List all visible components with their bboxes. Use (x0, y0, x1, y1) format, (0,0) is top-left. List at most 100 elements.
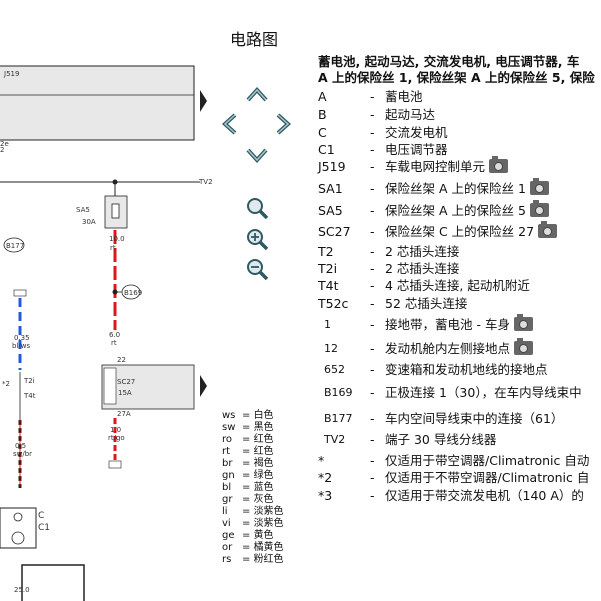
camera-icon[interactable] (529, 200, 549, 217)
arrow-left-icon[interactable] (221, 112, 239, 136)
color-code: sw (222, 422, 236, 433)
legend-desc: 保险丝架 C 上的保险丝 27 (385, 221, 558, 241)
legend-code: T4t (318, 278, 339, 293)
color-key-item: sw= 黑色 (222, 422, 274, 433)
legend-dash: - (370, 432, 375, 447)
color-name: 褐色 (253, 458, 274, 469)
svg-text:25.0: 25.0 (14, 586, 30, 594)
camera-icon[interactable] (529, 178, 549, 195)
color-key-item: bl= 蓝色 (222, 482, 274, 493)
legend-dash: - (370, 142, 375, 157)
arrow-up-icon[interactable] (245, 86, 269, 104)
camera-icon[interactable] (513, 314, 533, 331)
color-name: 绿色 (253, 470, 274, 481)
b177-connector (3, 237, 25, 253)
legend-desc: 仅适用于带交流发电机（140 A）的 (385, 487, 584, 505)
color-name: 白色 (253, 410, 274, 421)
legend-code: A (318, 89, 327, 104)
legend-dash: - (370, 244, 375, 259)
legend-desc-text: 起动马达 (385, 107, 436, 122)
color-name: 灰色 (253, 494, 274, 505)
legend-dash: - (370, 107, 375, 122)
legend-desc-text: 仅适用于带交流发电机（140 A）的 (385, 488, 584, 503)
legend-dash: - (370, 159, 375, 174)
color-code: or (222, 542, 233, 553)
legend-code: SA1 (318, 181, 343, 196)
color-code: gr (222, 494, 233, 505)
color-name: 橘黄色 (253, 542, 284, 553)
zoom-out-icon[interactable] (245, 257, 269, 281)
color-code: rt (222, 446, 231, 457)
legend-desc-text: 2 芯插头连接 (385, 244, 460, 259)
svg-text:10.0: 10.0 (109, 235, 125, 243)
legend-dash: - (370, 296, 375, 311)
legend-desc-text: 仅适用于带空调器/Climatronic 自动 (385, 453, 590, 468)
legend-desc: 电压调节器 (385, 141, 448, 159)
svg-text:*2: *2 (2, 380, 10, 388)
legend-desc: 蓄电池 (385, 88, 423, 106)
legend-desc-text: 车载电网控制单元 (385, 159, 486, 174)
svg-text:2: 2 (0, 146, 4, 154)
color-code: li (222, 506, 228, 517)
tv2-label: TV2 (198, 178, 213, 186)
arrow-down-icon[interactable] (245, 146, 269, 164)
legend-desc: 正极连接 1（30），在车内导线束中 (385, 384, 582, 402)
zoom-fit-icon[interactable] (245, 196, 269, 220)
legend-desc-text: 保险丝架 A 上的保险丝 1 (385, 181, 526, 196)
legend-code: B169 (324, 386, 353, 399)
legend-desc: 车内空间导线束中的连接（61） (385, 410, 563, 428)
svg-text:15A: 15A (118, 389, 132, 397)
legend-dash: - (370, 341, 375, 356)
legend-dash: - (370, 470, 375, 485)
svg-text:1.0: 1.0 (110, 426, 121, 434)
color-name: 淡紫色 (253, 518, 284, 529)
svg-text:T2i: T2i (23, 377, 35, 385)
legend-desc-text: 正极连接 1（30），在车内导线束中 (385, 385, 582, 400)
legend-heading-line-2: A 上的保险丝 1, 保险丝架 A 上的保险丝 5, 保险 (318, 70, 595, 85)
legend-dash: - (370, 488, 375, 503)
color-code: br (222, 458, 233, 469)
legend-code: T2 (318, 244, 334, 259)
legend-code: T52c (318, 296, 349, 311)
svg-text:sw/br: sw/br (13, 450, 32, 458)
legend-desc-text: 仅适用于不带空调器/Climatronic 自 (385, 470, 590, 485)
color-key-item: br= 褐色 (222, 458, 274, 469)
legend-desc: 接地带，蓄电池 - 车身 (385, 314, 533, 334)
legend-dash: - (370, 181, 375, 196)
zoom-in-icon[interactable] (245, 227, 269, 251)
color-name: 黄色 (253, 530, 274, 541)
camera-icon[interactable] (538, 221, 558, 238)
j519-box (0, 65, 195, 141)
sa5-label: SA5 (76, 206, 90, 214)
legend-desc: 2 芯插头连接 (385, 243, 459, 261)
camera-icon[interactable] (489, 156, 509, 173)
legend-code: T2i (318, 261, 338, 276)
legend-desc: 变速箱和发动机地线的接地点 (385, 361, 548, 379)
color-code: ws (222, 410, 236, 421)
svg-text:SC27: SC27 (117, 378, 135, 386)
legend-desc: 保险丝架 A 上的保险丝 5 (385, 200, 549, 220)
color-key-item: rt= 红色 (222, 446, 274, 457)
legend-code: 1 (324, 318, 331, 331)
legend-code: SA5 (318, 203, 343, 218)
legend-desc: 起动马达 (385, 106, 435, 124)
legend-code: B (318, 107, 327, 122)
legend-dash: - (370, 362, 375, 377)
svg-text:B177: B177 (6, 242, 24, 250)
color-key-item: ge= 黄色 (222, 530, 274, 541)
page-arrow-right-icon (200, 90, 207, 112)
color-key-item: vi= 淡紫色 (222, 518, 284, 529)
svg-text:T4t: T4t (23, 392, 36, 400)
legend-code: 652 (324, 363, 345, 376)
page-title: 电路图 (230, 30, 279, 49)
svg-text:C: C (38, 511, 44, 521)
color-code: vi (222, 518, 231, 529)
sc27-fuse-box (101, 364, 195, 410)
legend-dash: - (370, 453, 375, 468)
legend-code: TV2 (324, 433, 346, 446)
arrow-right-icon[interactable] (274, 112, 292, 136)
color-code: rs (222, 554, 232, 565)
circuit-diagram: J519 2e 2 TV2 SA5 30A 10.0 rt B169 6.0 r… (0, 65, 213, 601)
camera-icon[interactable] (514, 338, 534, 355)
